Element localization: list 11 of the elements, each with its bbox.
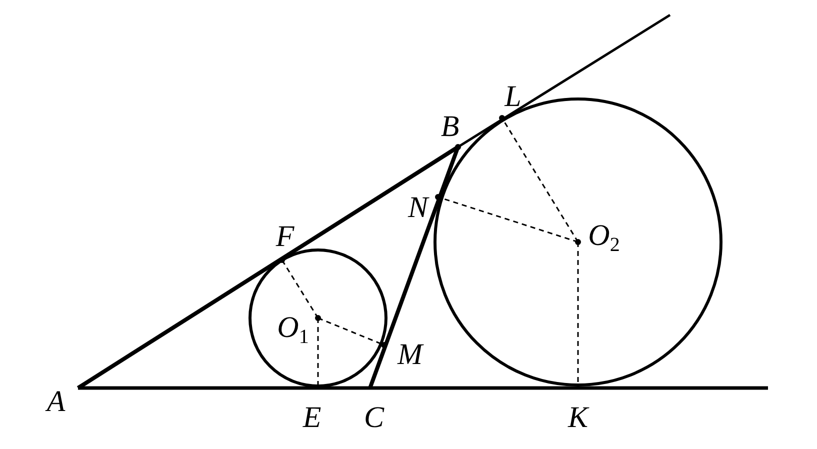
- point-label: O$_{1}$: [277, 313, 309, 347]
- point-label: B: [440, 112, 460, 142]
- point-label: M: [398, 340, 422, 370]
- point-label: C: [364, 403, 384, 433]
- point-label: A: [46, 387, 66, 417]
- point-label: E: [302, 403, 322, 433]
- point-label: F: [276, 222, 294, 252]
- point-label: K: [568, 403, 588, 433]
- point-label: O$_{2}$: [588, 221, 620, 255]
- point-label: N: [408, 193, 428, 223]
- point-label: L: [504, 82, 522, 112]
